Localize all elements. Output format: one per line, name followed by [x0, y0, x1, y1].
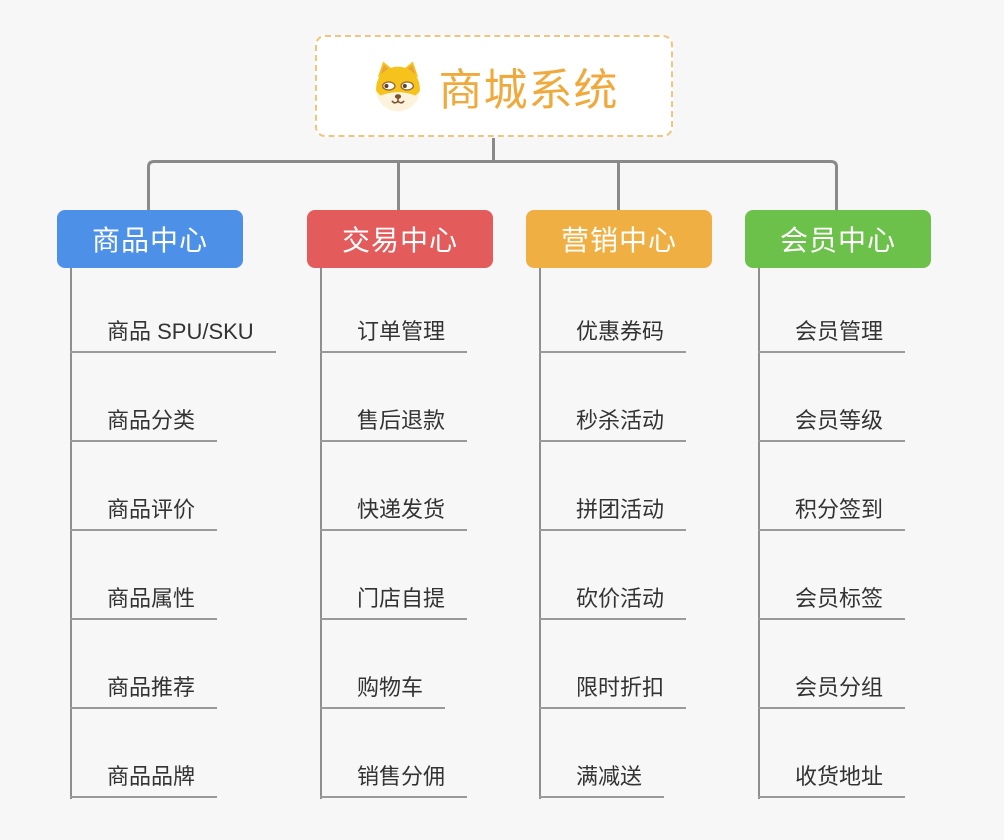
- branch-spine: [758, 268, 760, 799]
- mindmap-item[interactable]: 商品评价: [70, 497, 218, 531]
- root-node[interactable]: 商城系统: [315, 35, 673, 137]
- branch-node-product-center[interactable]: 商品中心: [57, 210, 243, 268]
- branch-marketing-center: 营销中心 优惠券码 秒杀活动 拼团活动 砍价活动 限时折扣 满减送: [526, 210, 776, 810]
- branch-product-center: 商品中心 商品 SPU/SKU 商品分类 商品评价 商品属性 商品推荐 商品品牌: [57, 210, 307, 810]
- mindmap-item[interactable]: 会员分组: [758, 675, 906, 709]
- mindmap-item[interactable]: 砍价活动: [539, 586, 687, 620]
- mindmap-item[interactable]: 会员管理: [758, 319, 906, 353]
- mindmap-item[interactable]: 购物车: [320, 675, 446, 709]
- mindmap-item[interactable]: 快递发货: [320, 497, 468, 531]
- branch-member-center: 会员中心 会员管理 会员等级 积分签到 会员标签 会员分组 收货地址: [745, 210, 995, 810]
- mindmap-item[interactable]: 会员标签: [758, 586, 906, 620]
- mindmap-item[interactable]: 满减送: [539, 764, 665, 798]
- mindmap-item[interactable]: 售后退款: [320, 408, 468, 442]
- mindmap-item[interactable]: 订单管理: [320, 319, 468, 353]
- branch-spine: [539, 268, 541, 799]
- mindmap-item[interactable]: 商品推荐: [70, 675, 218, 709]
- mindmap-item[interactable]: 商品分类: [70, 408, 218, 442]
- branch-node-marketing-center[interactable]: 营销中心: [526, 210, 712, 268]
- root-node-label: 商城系统: [438, 66, 619, 115]
- mindmap-item[interactable]: 商品 SPU/SKU: [70, 319, 276, 353]
- mindmap-item[interactable]: 拼团活动: [539, 497, 687, 531]
- dog-face-icon: [375, 61, 420, 112]
- mindmap-item[interactable]: 商品品牌: [70, 764, 218, 798]
- branch-trade-center: 交易中心 订单管理 售后退款 快递发货 门店自提 购物车 销售分佣: [307, 210, 557, 810]
- mindmap-item[interactable]: 门店自提: [320, 586, 468, 620]
- mindmap-item[interactable]: 优惠券码: [539, 319, 687, 353]
- mindmap-item[interactable]: 收货地址: [758, 764, 906, 798]
- mindmap-item[interactable]: 限时折扣: [539, 675, 687, 709]
- mindmap-item[interactable]: 秒杀活动: [539, 408, 687, 442]
- branch-node-trade-center[interactable]: 交易中心: [307, 210, 493, 268]
- mindmap-item[interactable]: 销售分佣: [320, 764, 468, 798]
- branch-node-member-center[interactable]: 会员中心: [745, 210, 931, 268]
- mindmap-item[interactable]: 会员等级: [758, 408, 906, 442]
- branch-spine: [320, 268, 322, 799]
- mindmap-item[interactable]: 商品属性: [70, 586, 218, 620]
- mindmap-item[interactable]: 积分签到: [758, 497, 906, 531]
- branch-spine: [70, 268, 72, 799]
